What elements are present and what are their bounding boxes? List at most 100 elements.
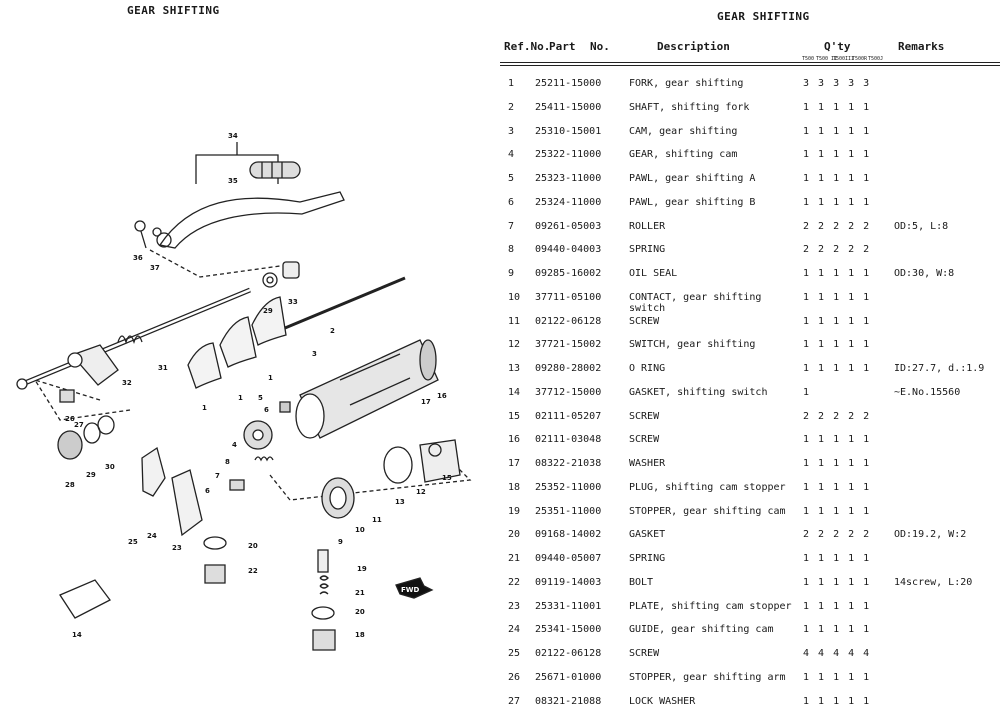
description: FORK, gear shifting xyxy=(629,78,744,89)
quantity: 1 1 1 1 1 xyxy=(803,458,870,469)
part-number: 08321-21088 xyxy=(535,695,602,707)
callout-25: 25 xyxy=(128,538,138,546)
description: BOLT xyxy=(629,576,654,588)
header-part: Part xyxy=(549,40,576,53)
fwd-label: FWD xyxy=(401,586,420,594)
callout-29: 29 xyxy=(263,307,273,315)
part-number: 09168-14002 xyxy=(535,529,602,541)
callout-24: 24 xyxy=(147,532,157,540)
ref-number: 13 xyxy=(508,363,521,374)
part-number: 37721-15002 xyxy=(535,339,602,351)
part-number: 09261-05003 xyxy=(535,220,602,232)
qty-model-0: T500 xyxy=(802,56,815,62)
callout-6: 6 xyxy=(264,406,269,414)
quantity: 2 2 2 2 2 xyxy=(803,244,870,256)
callout-9: 9 xyxy=(338,538,343,546)
part-number: 25324-11000 xyxy=(535,196,602,208)
ref-number: 27 xyxy=(508,695,521,707)
table-title: GEAR SHIFTING xyxy=(717,10,810,23)
callout-19: 19 xyxy=(357,565,367,573)
qty-model-2: T500III xyxy=(833,56,855,62)
part-number: 25322-11000 xyxy=(535,149,602,161)
description: PLATE, shifting cam stopper xyxy=(629,600,792,612)
description: GEAR, shifting cam xyxy=(629,149,738,161)
part-number: 25351-11000 xyxy=(535,505,602,517)
ref-number: 17 xyxy=(508,458,521,469)
callout-7: 7 xyxy=(215,472,220,480)
callout-26: 26 xyxy=(65,415,75,423)
ref-number: 22 xyxy=(508,576,521,588)
part-number: 37711-05100 xyxy=(535,291,602,303)
callout-1: 1 xyxy=(202,404,207,412)
callout-3: 3 xyxy=(312,350,317,358)
quantity: 1 1 1 1 1 xyxy=(803,671,870,683)
part-number: 25323-11000 xyxy=(535,173,602,184)
ref-number: 7 xyxy=(508,220,515,232)
description: PAWL, gear shifting A xyxy=(629,173,756,184)
description: O RING xyxy=(629,363,666,374)
quantity: 4 4 4 4 4 xyxy=(803,648,870,659)
description: SPRING xyxy=(629,244,666,256)
part-number: 37712-15000 xyxy=(535,386,602,398)
part-number: 02111-05207 xyxy=(535,410,602,422)
callout-18: 18 xyxy=(355,631,365,639)
quantity: 1 1 1 1 1 xyxy=(803,695,870,707)
callout-2: 2 xyxy=(330,327,335,335)
ref-number: 10 xyxy=(508,291,521,303)
ref-number: 3 xyxy=(508,125,515,137)
part-number: 25671-01000 xyxy=(535,671,602,683)
part-number: 09440-05007 xyxy=(535,553,602,564)
part-number: 25411-15000 xyxy=(535,101,602,113)
ref-number: 15 xyxy=(508,410,521,422)
quantity: 2 2 2 2 2 xyxy=(803,529,870,541)
description: GUIDE, gear shifting cam xyxy=(629,624,774,636)
callout-31: 31 xyxy=(158,364,168,372)
callout-15: 15 xyxy=(442,474,452,482)
quantity: 1 1 1 1 1 xyxy=(803,173,870,184)
ref-number: 4 xyxy=(508,149,515,161)
callout-14: 14 xyxy=(72,631,82,639)
description: GASKET, shifting switch xyxy=(629,386,768,398)
callout-17: 17 xyxy=(421,398,431,406)
quantity: 1 1 1 1 1 xyxy=(803,434,870,446)
callout-6: 6 xyxy=(205,487,210,495)
description: SCREW xyxy=(629,648,660,659)
callout-34: 34 xyxy=(228,132,238,140)
callout-11: 11 xyxy=(372,516,382,524)
callout-20: 20 xyxy=(248,542,258,550)
diagram-title: GEAR SHIFTING xyxy=(127,4,220,17)
description: LOCK WASHER xyxy=(629,695,696,707)
remarks: 14screw, L:20 xyxy=(894,576,973,588)
quantity: 1 1 1 1 1 xyxy=(803,291,870,303)
ref-number: 11 xyxy=(508,315,521,327)
description: PLUG, shifting cam stopper xyxy=(629,481,786,493)
part-number: 25341-15000 xyxy=(535,624,602,636)
remarks: OD:5, L:8 xyxy=(894,220,949,232)
callout-30: 30 xyxy=(105,463,115,471)
callout-32: 32 xyxy=(122,379,132,387)
quantity: 1 1 1 1 1 xyxy=(803,576,870,588)
part-number: 02122-06128 xyxy=(535,648,602,659)
description: WASHER xyxy=(629,458,666,469)
quantity: 1 1 1 1 1 xyxy=(803,624,870,636)
quantity: 2 2 2 2 2 xyxy=(803,410,870,422)
header-ref: Ref.No. xyxy=(504,40,551,53)
callout-36: 36 xyxy=(133,254,143,262)
quantity: 1 1 1 1 1 xyxy=(803,315,870,327)
quantity: 1 1 1 1 1 xyxy=(803,553,870,564)
description-continued: switch xyxy=(629,302,666,314)
ref-number: 1 xyxy=(508,78,515,89)
